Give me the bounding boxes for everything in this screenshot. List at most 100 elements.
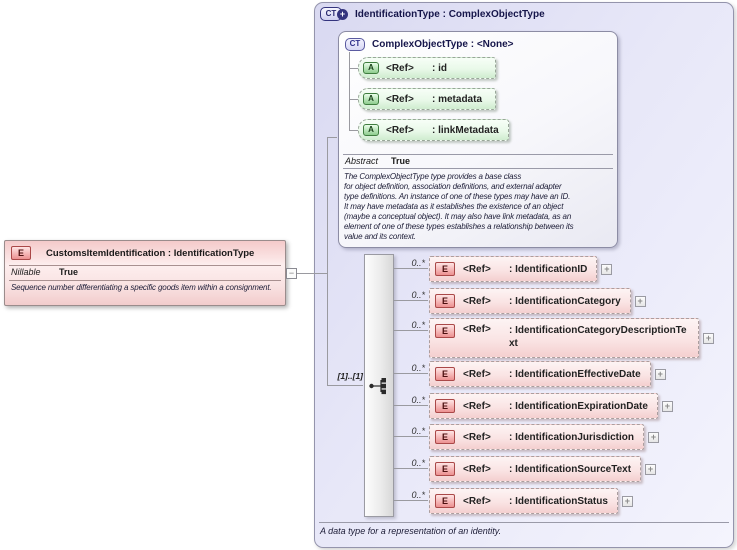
element-ref: <Ref> (463, 368, 491, 380)
element-node[interactable]: E <Ref> : IdentificationExpirationDate (429, 393, 658, 419)
expand-button[interactable]: + (661, 400, 673, 412)
connector-line (393, 268, 428, 269)
cardinality-label: 0..* (411, 363, 425, 373)
element-name: : IdentificationSourceText (509, 463, 632, 475)
abstract-value: True (391, 156, 411, 166)
element-node[interactable]: E <Ref> : IdentificationCategory (429, 288, 631, 314)
element-ref: <Ref> (463, 295, 491, 307)
root-element-title-row: E CustomsItemIdentification : Identifica… (11, 246, 254, 260)
element-name: : IdentificationEffectiveDate (509, 368, 641, 380)
complex-type-panel[interactable]: CT + IdentificationType : ComplexObjectT… (314, 2, 734, 548)
attribute-node-linkmetadata[interactable]: A <Ref> : linkMetadata (358, 119, 509, 141)
expand-button[interactable]: + (621, 495, 633, 507)
connector-line (286, 273, 327, 274)
element-node[interactable]: E <Ref> : IdentificationSourceText (429, 456, 642, 482)
element-ref: <Ref> (463, 400, 491, 412)
nillable-label: Nillable (11, 267, 41, 277)
attribute-ref: <Ref> (386, 62, 414, 74)
attribute-ref: <Ref> (386, 93, 414, 105)
element-node[interactable]: E <Ref> : IdentificationEffectiveDate (429, 361, 651, 387)
element-row-identificationstatus: 0..* E <Ref> : IdentificationStatus + (411, 488, 633, 514)
element-node[interactable]: E <Ref> : IdentificationJurisdiction (429, 424, 645, 450)
element-icon: E (435, 324, 455, 338)
element-icon: E (435, 494, 455, 508)
attribute-name: : metadata (432, 93, 483, 105)
element-ref: <Ref> (463, 431, 491, 443)
cardinality-label: 0..* (411, 426, 425, 436)
panel-title-row: CT + IdentificationType : ComplexObjectT… (320, 7, 545, 21)
attribute-node-metadata[interactable]: A <Ref> : metadata (358, 88, 496, 110)
element-name: : IdentificationJurisdiction (509, 431, 635, 443)
root-element-box[interactable]: E CustomsItemIdentification : Identifica… (4, 240, 286, 306)
base-type-title-row: CT ComplexObjectType : <None> (345, 38, 514, 51)
element-node[interactable]: E <Ref> : IdentificationID (429, 256, 598, 282)
root-element-description: Sequence number differentiating a specif… (11, 283, 272, 292)
attribute-branch-line (349, 52, 350, 130)
element-ref: <Ref> (463, 463, 491, 475)
element-node[interactable]: E <Ref> : IdentificationCategoryDescript… (429, 318, 699, 358)
complex-type-icon: CT (345, 38, 365, 51)
attribute-node-id[interactable]: A <Ref> : id (358, 57, 496, 79)
element-icon: E (435, 367, 455, 381)
element-icon: E (435, 294, 455, 308)
element-row-identificationeffectivedate: 0..* E <Ref> : IdentificationEffectiveDa… (411, 361, 666, 387)
element-name: : IdentificationCategoryDescriptionText (509, 325, 687, 349)
element-icon: E (435, 262, 455, 276)
element-row-identificationexpirationdate: 0..* E <Ref> : IdentificationExpirationD… (411, 393, 673, 419)
separator-line (9, 265, 281, 266)
connector-line (327, 137, 328, 386)
base-type-box[interactable]: CT ComplexObjectType : <None> A <Ref> : … (338, 31, 618, 248)
element-ref: <Ref> (463, 263, 491, 275)
base-type-title: ComplexObjectType : <None> (372, 39, 514, 50)
separator-line (9, 280, 281, 281)
element-row-identificationcategory: 0..* E <Ref> : IdentificationCategory + (411, 288, 646, 314)
element-name: : IdentificationStatus (509, 495, 608, 507)
connector-line (393, 330, 428, 331)
cardinality-label: 0..* (411, 290, 425, 300)
type-description: A data type for a representation of an i… (320, 526, 502, 536)
element-ref: <Ref> (463, 495, 491, 507)
element-row-identificationid: 0..* E <Ref> : IdentificationID + (411, 256, 613, 282)
separator-line (319, 522, 729, 523)
sequence-icon[interactable] (367, 377, 393, 395)
attribute-stub-line (349, 130, 358, 131)
panel-title: IdentificationType : ComplexObjectType (355, 8, 545, 20)
attribute-name: : linkMetadata (432, 124, 499, 136)
cardinality-label: 0..* (411, 395, 425, 405)
cardinality-label: 0..* (411, 258, 425, 268)
element-row-identificationcategorydescriptiontext: 0..* E <Ref> : IdentificationCategoryDes… (411, 318, 714, 358)
collapse-toggle[interactable]: − (286, 268, 297, 279)
element-icon: E (435, 430, 455, 444)
expand-button[interactable]: + (703, 332, 714, 344)
element-icon: E (435, 399, 455, 413)
element-row-identificationsourcetext: 0..* E <Ref> : IdentificationSourceText … (411, 456, 657, 482)
expand-button[interactable]: + (654, 368, 666, 380)
cardinality-label: 0..* (411, 490, 425, 500)
cardinality-label: 0..* (411, 458, 425, 468)
complex-type-plus-icon: CT + (320, 7, 348, 21)
attribute-stub-line (349, 68, 358, 69)
connector-line (393, 468, 428, 469)
expand-button[interactable]: + (645, 463, 657, 475)
connector-line (327, 137, 337, 138)
root-element-title: CustomsItemIdentification : Identificati… (46, 247, 255, 259)
cardinality-label: 0..* (411, 320, 425, 330)
connector-line (327, 385, 363, 386)
element-node[interactable]: E <Ref> : IdentificationStatus (429, 488, 618, 514)
element-name: : IdentificationID (509, 263, 588, 275)
connector-line (393, 405, 428, 406)
element-name: : IdentificationExpirationDate (509, 400, 648, 412)
abstract-label: Abstract (345, 156, 379, 166)
expand-button[interactable]: + (601, 263, 613, 275)
element-row-identificationjurisdiction: 0..* E <Ref> : IdentificationJurisdictio… (411, 424, 660, 450)
attribute-stub-line (349, 99, 358, 100)
expand-button[interactable]: + (648, 431, 660, 443)
connector-line (393, 500, 428, 501)
element-icon: E (435, 462, 455, 476)
connector-line (393, 373, 428, 374)
expand-button[interactable]: + (634, 295, 646, 307)
element-icon: E (11, 246, 31, 260)
plus-circle-icon: + (337, 8, 348, 20)
nillable-value: True (59, 267, 79, 277)
